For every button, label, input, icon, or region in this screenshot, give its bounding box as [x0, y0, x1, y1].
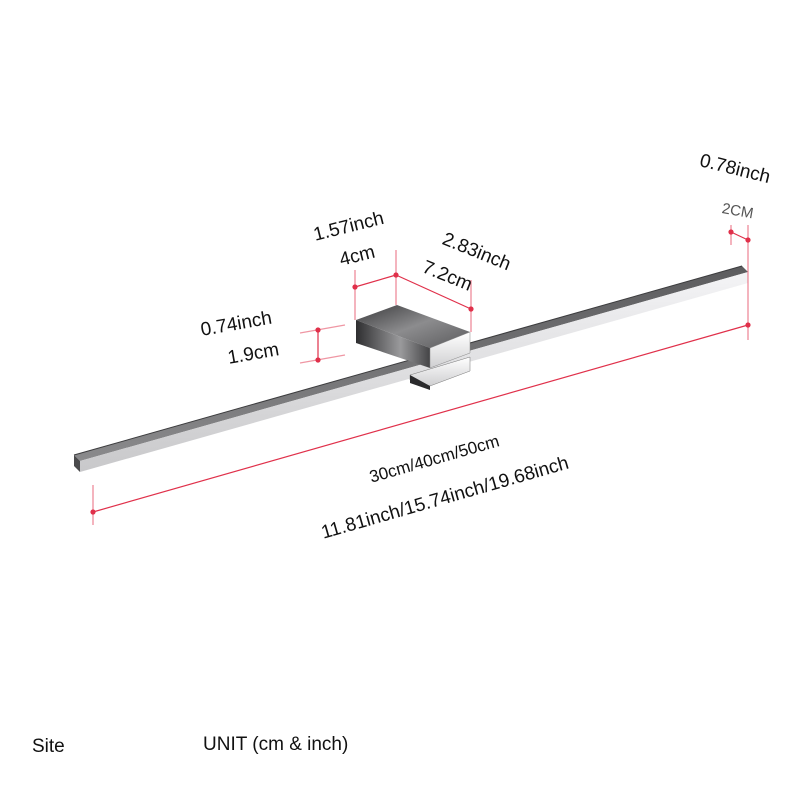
mounting-bracket — [356, 305, 471, 390]
site-label: Site — [32, 736, 65, 757]
unit-label: UNIT (cm & inch) — [203, 734, 349, 755]
lamp-bar — [73, 265, 748, 472]
dimension-lines — [90, 225, 751, 525]
